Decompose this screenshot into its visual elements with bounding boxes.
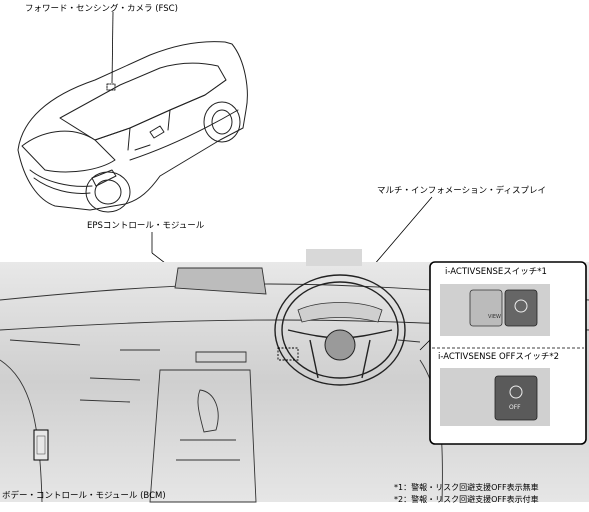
eps-label: EPSコントロール・モジュール [87, 221, 205, 231]
off-text: OFF [509, 404, 521, 411]
switch1-title: i-ACTIVSENSEスイッチ*1 [445, 267, 547, 277]
bcm-label: ボデー・コントロール・モジュール (BCM) [2, 491, 166, 501]
footnote-2: *2：警報・リスク回避支援OFF表示付車 [394, 495, 539, 504]
fsc-label: フォワード・センシング・カメラ (FSC) [25, 4, 178, 14]
view-text: VIEW [488, 314, 501, 320]
mfd-label: マルチ・インフォメーション・ディスプレイ [377, 186, 546, 196]
switch2-title: i-ACTIVSENSE OFFスイッチ*2 [438, 352, 560, 362]
footnote-1: *1：警報・リスク回避支援OFF表示無車 [394, 483, 539, 492]
